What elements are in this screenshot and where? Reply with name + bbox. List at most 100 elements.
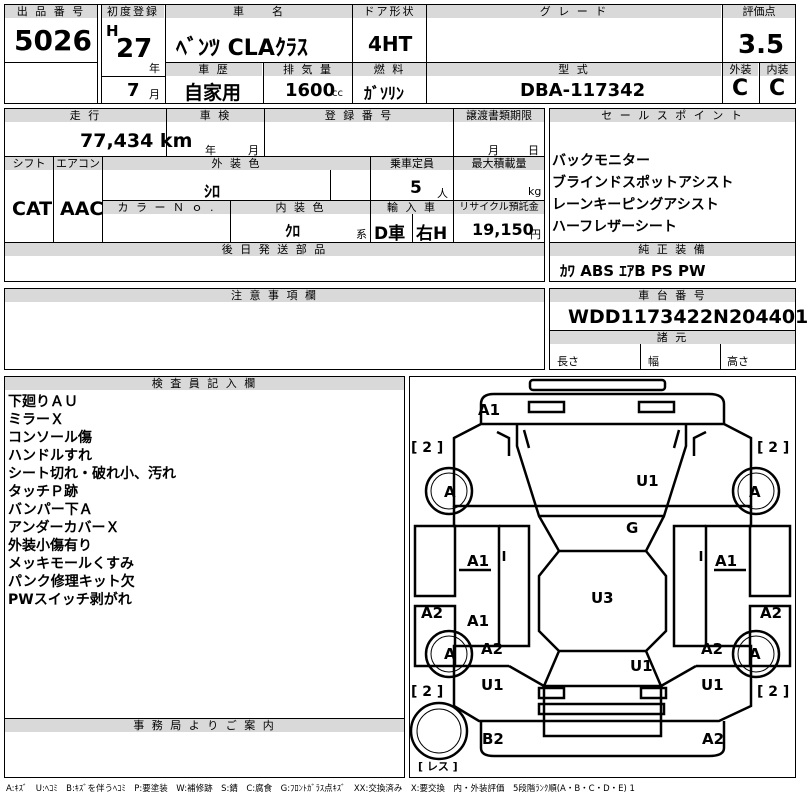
equipment-header: 純 正 装 備 (550, 243, 795, 256)
sales-point-item: ブラインドスポットアシスト (552, 175, 734, 191)
legend-text: A:ｷｽﾞ U:ﾍｺﾐ B:ｷｽﾞを伴うﾍｺﾐ P:要塗装 W:補修跡 S:錆 … (6, 784, 635, 794)
inspector-note: コンソール傷 (8, 430, 92, 446)
registration-number-header: 登 録 番 号 (265, 109, 453, 122)
caution-header: 注 意 事 項 欄 (5, 289, 544, 302)
mark-front-bumper: A1 (478, 401, 501, 419)
door-type-header: ドア形状 (353, 5, 426, 18)
model-code: DBA-117342 (520, 80, 646, 101)
length-label: 長さ (557, 355, 579, 368)
inspection-header: 車 検 (167, 109, 264, 122)
chassis-header: 車 台 番 号 (550, 289, 795, 302)
mileage-value: 77,434 km (80, 130, 193, 152)
mark-trunk: U1 (630, 657, 653, 675)
sales-point-item: バックモニター (552, 153, 650, 169)
transfer-deadline-header: 譲渡書類期限 (454, 109, 544, 122)
mark-left-quarter: A2 (481, 640, 504, 658)
interior-color-header: 内 装 色 (231, 201, 370, 214)
mark-rear-bumper-right: A2 (702, 730, 725, 748)
mark-left-front-door: A1 (467, 552, 490, 570)
evaluation-score: 3.5 (738, 30, 785, 60)
specs-header: 諸 元 (550, 331, 795, 344)
sales-point-item: レーンキーピングアシスト (552, 197, 719, 213)
first-registration-header: 初度登録 (102, 5, 164, 18)
exterior-grade: C (732, 76, 749, 101)
mark-roof: U3 (591, 589, 614, 607)
score-header: 評価点 (723, 5, 795, 18)
mark-hood: U1 (636, 472, 659, 490)
import-header: 輸 入 車 (371, 201, 453, 214)
inspector-note: バンパー下Ａ (8, 502, 93, 518)
car-name-header: 車 名 (166, 5, 352, 18)
inspection-month-unit: 月 (248, 144, 259, 157)
width-label: 幅 (648, 355, 659, 368)
interior-color-suffix: 系 (356, 228, 367, 241)
car-body-diagram (409, 378, 792, 761)
inspector-note: アンダーカバーＸ (8, 520, 120, 536)
mark-right-rear-corner: U1 (701, 676, 724, 694)
mark-left-rocker: A2 (421, 604, 444, 622)
first-registration-year: 27 (116, 34, 153, 64)
transfer-day-unit: 日 (528, 144, 539, 157)
chassis-number: WDD1173422N204401 (568, 306, 808, 328)
transfer-month-unit: 月 (488, 144, 499, 157)
equipment-list: ｶﾜ ABS ｴｱB PS PW (560, 262, 706, 280)
lot-number: 5026 (14, 24, 92, 57)
color-header: 外 装 色 (103, 157, 370, 170)
mark-right-quarter: A2 (701, 640, 724, 658)
era: H (106, 22, 119, 40)
inspector-note: シート切れ・破れ小、汚れ (8, 466, 176, 482)
door-type: 4HT (368, 32, 413, 56)
mark-right-rocker: A2 (760, 604, 783, 622)
recycle-unit: 円 (530, 228, 541, 241)
car-name: ﾍﾞﾝﾂ CLAｸﾗｽ (176, 36, 308, 61)
caution-block (4, 288, 545, 370)
color-number-header: カ ラ ー Ｎ ｏ . (103, 201, 230, 214)
model-header: 型 式 (427, 63, 721, 76)
exterior-color: ｼﾛ (204, 182, 221, 201)
sales-points-header: セ ー ル ス ポ イ ン ト (550, 109, 795, 122)
steering-side: 右H (416, 224, 448, 244)
year-unit: 年 (149, 62, 160, 75)
inspector-note: 外装小傷有り (8, 538, 92, 554)
mark-windshield: G (626, 519, 639, 537)
tire-count-front-left: [ 2 ] (411, 440, 444, 456)
mark-left-front-wheel: A (444, 483, 456, 501)
month-unit: 月 (149, 88, 160, 101)
exterior-header: 外装 (723, 63, 758, 76)
vehicle-info-block (4, 108, 545, 282)
history-value: 自家用 (184, 82, 242, 104)
interior-color: ｸﾛ (285, 222, 301, 240)
header-block (4, 4, 796, 104)
mark-left-rear-corner: U1 (481, 676, 504, 694)
inspector-notes-block (4, 376, 405, 778)
sales-points-block (549, 108, 796, 282)
spare-tire-label: [ レス ] (418, 760, 458, 773)
inspector-note: PWスイッチ剥がれ (8, 592, 132, 608)
mark-left-rear-wheel: A (444, 645, 456, 663)
load-header: 最大積載量 (454, 157, 544, 170)
recycle-header: リサイクル預託金 (454, 201, 544, 214)
inspector-notes-header: 検 査 員 記 入 欄 (5, 377, 404, 390)
inspector-note: パンク修理キット欠 (8, 574, 135, 590)
mark-left-rear-door: A1 (467, 612, 490, 630)
interior-header: 内装 (760, 63, 795, 76)
inspection-year-unit: 年 (205, 144, 216, 157)
later-parts-header: 後 日 発 送 部 品 (5, 243, 544, 256)
ac-value: AAC (60, 198, 104, 220)
ac-header: エアコン (54, 157, 102, 170)
mileage-header: 走 行 (5, 109, 166, 122)
displacement-header: 排 気 量 (264, 63, 352, 76)
mark-right-front-wheel: A (749, 483, 761, 501)
fuel-header: 燃 料 (353, 63, 426, 76)
inspector-note: メッキモールくすみ (8, 556, 134, 572)
load-unit: kg (528, 185, 542, 198)
first-registration-month: 7 (127, 80, 140, 101)
inspector-note: ミラーＸ (8, 412, 64, 428)
inspector-note: ハンドルすれ (8, 448, 92, 464)
displacement-unit: cc (332, 88, 343, 99)
tire-count-front-right: [ 2 ] (757, 440, 790, 456)
mark-right-front-door: A1 (715, 552, 738, 570)
chassis-block (549, 288, 796, 370)
sales-point-item: ハーフレザーシート (552, 219, 677, 235)
capacity-unit: 人 (437, 187, 448, 200)
